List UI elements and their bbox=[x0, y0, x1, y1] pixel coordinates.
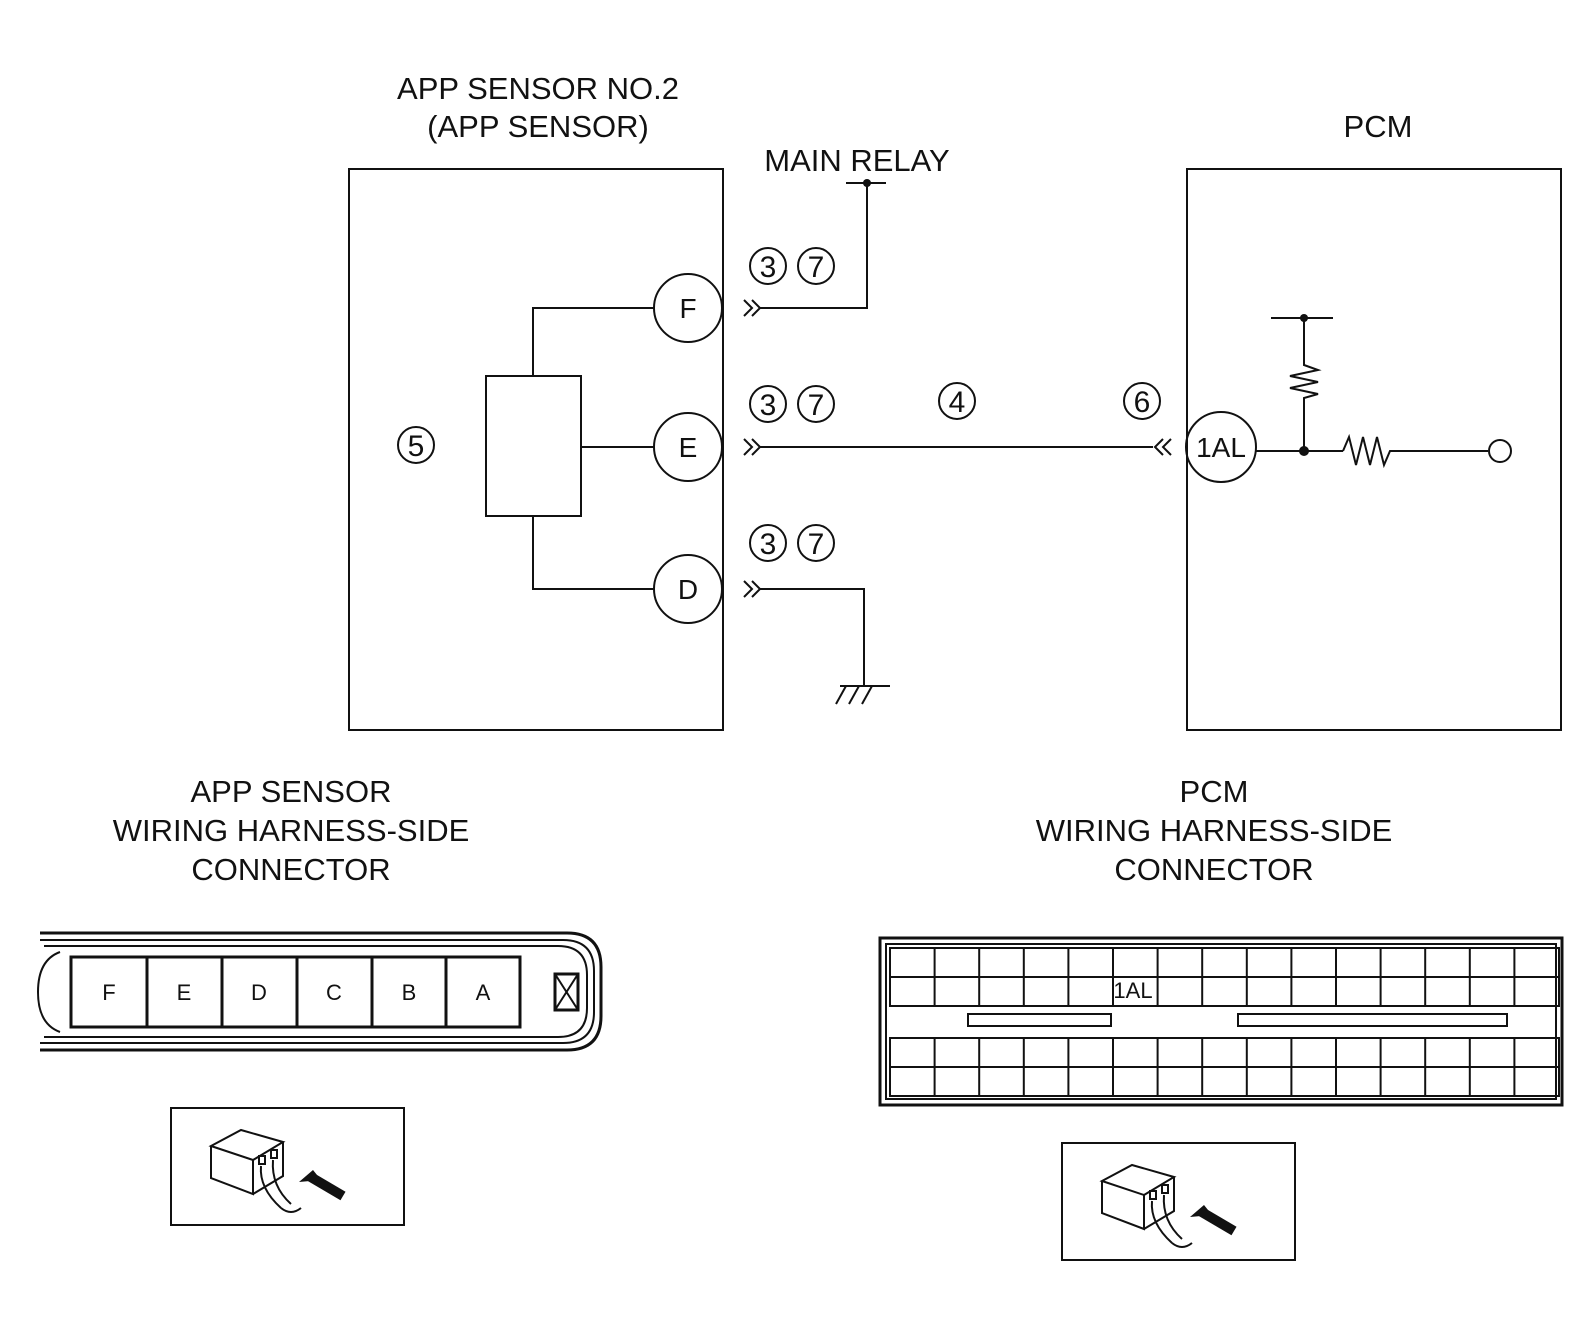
app-connector-title: APP SENSOR bbox=[190, 774, 391, 809]
app-terminal-d: D bbox=[251, 980, 267, 1005]
svg-text:7: 7 bbox=[808, 251, 825, 284]
pcm-connector-title: PCM bbox=[1180, 774, 1249, 809]
svg-text:3: 3 bbox=[760, 251, 777, 284]
internal-wire-f bbox=[532, 307, 654, 376]
ground-icon bbox=[835, 685, 890, 705]
sensor-subtitle: (APP SENSOR) bbox=[427, 109, 649, 144]
pcm-terminal-1al: 1AL bbox=[1113, 978, 1152, 1003]
main-relay-node bbox=[863, 179, 871, 187]
ref-3-e: 3 bbox=[749, 385, 787, 423]
pin-1al: 1AL bbox=[1185, 411, 1257, 483]
app-terminal-f: F bbox=[102, 980, 115, 1005]
pin-e-label: E bbox=[679, 432, 698, 463]
pcm-output-terminal bbox=[1488, 439, 1512, 463]
svg-text:7: 7 bbox=[808, 389, 825, 422]
svg-text:6: 6 bbox=[1134, 386, 1151, 419]
svg-text:5: 5 bbox=[408, 430, 425, 463]
pcm-keyway-left bbox=[967, 1013, 1112, 1027]
pullup-resistor-icon bbox=[1289, 318, 1322, 451]
pcm-title: PCM bbox=[1344, 109, 1413, 144]
ref-3-f: 3 bbox=[749, 247, 787, 285]
pin-f-label: F bbox=[679, 293, 696, 324]
wire-main-relay bbox=[760, 183, 868, 309]
app-terminal-b: B bbox=[402, 980, 417, 1005]
pcm-lower-grid bbox=[889, 1037, 1560, 1097]
main-relay-label: MAIN RELAY bbox=[764, 143, 949, 178]
sensor-title: APP SENSOR NO.2 bbox=[397, 71, 679, 106]
ref-3-d: 3 bbox=[749, 524, 787, 562]
app-connector-title-3: CONNECTOR bbox=[191, 852, 390, 887]
app-connector: F E D C B A bbox=[36, 931, 603, 1052]
app-connector-title-2: WIRING HARNESS-SIDE bbox=[113, 813, 470, 848]
view-direction-icon-app bbox=[170, 1107, 405, 1226]
series-resistor-icon bbox=[1342, 433, 1488, 469]
ref-5: 5 bbox=[397, 426, 435, 464]
svg-text:4: 4 bbox=[949, 386, 966, 419]
ref-6: 6 bbox=[1123, 382, 1161, 420]
internal-wire-d bbox=[532, 516, 654, 590]
svg-text:7: 7 bbox=[808, 528, 825, 561]
pcm-keyway-right bbox=[1237, 1013, 1508, 1027]
app-sensor-box bbox=[348, 168, 724, 731]
wire-ground bbox=[760, 588, 865, 686]
pin-e: E bbox=[653, 412, 723, 482]
app-terminal-e: E bbox=[177, 980, 192, 1005]
pcm-upper-grid bbox=[889, 947, 1560, 1007]
locking-tab-icon bbox=[553, 972, 580, 1012]
app-terminal-c: C bbox=[326, 980, 342, 1005]
view-direction-icon-pcm bbox=[1061, 1142, 1296, 1261]
pcm-connector-title-2: WIRING HARNESS-SIDE bbox=[1036, 813, 1393, 848]
ref-7-d: 7 bbox=[797, 524, 835, 562]
ref-4: 4 bbox=[938, 382, 976, 420]
connector-chevron-f bbox=[743, 299, 762, 317]
svg-text:3: 3 bbox=[760, 389, 777, 422]
pin-d: D bbox=[653, 554, 723, 624]
connector-chevron-e bbox=[743, 438, 762, 456]
app-terminal-a: A bbox=[476, 980, 491, 1005]
pin-f: F bbox=[653, 273, 723, 343]
sensor-element bbox=[485, 375, 582, 517]
svg-text:3: 3 bbox=[760, 528, 777, 561]
pin-d-label: D bbox=[678, 574, 698, 605]
pcm-connector-title-3: CONNECTOR bbox=[1114, 852, 1313, 887]
ref-7-e: 7 bbox=[797, 385, 835, 423]
connector-chevron-d bbox=[743, 580, 762, 598]
pcm-connector: 1AL bbox=[878, 936, 1564, 1107]
connector-chevron-pcm bbox=[1153, 438, 1172, 456]
pin-1al-label: 1AL bbox=[1196, 432, 1246, 463]
ref-7-f: 7 bbox=[797, 247, 835, 285]
